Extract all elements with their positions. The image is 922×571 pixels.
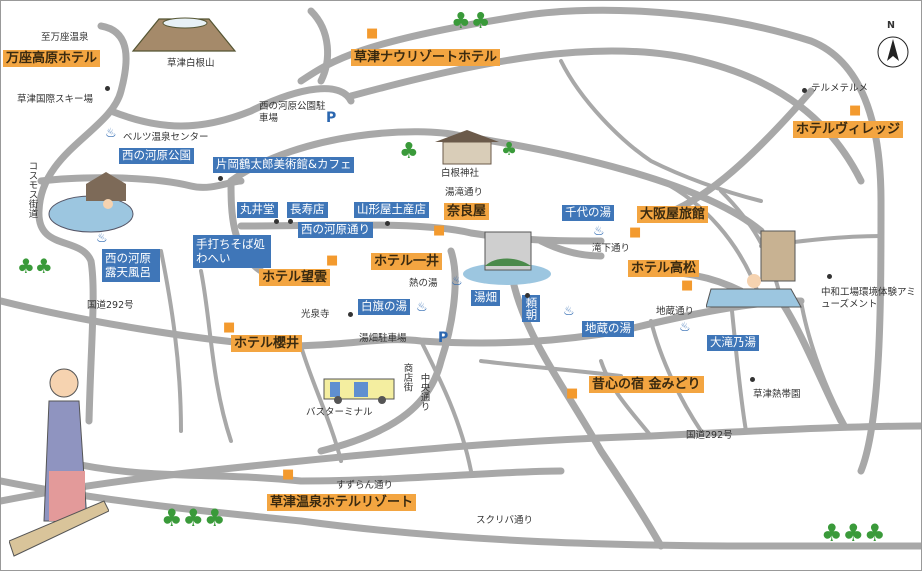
location-dot bbox=[385, 221, 390, 226]
otakinoyu-illustration bbox=[706, 230, 802, 308]
location-dot bbox=[274, 219, 279, 224]
road-label: 滝下通り bbox=[592, 243, 631, 254]
location-dot bbox=[288, 219, 293, 224]
location-dot bbox=[105, 86, 110, 91]
hotel-bag-icon: ■ bbox=[366, 26, 379, 41]
road-label: 中央通り bbox=[418, 373, 430, 411]
spot-label[interactable]: 西の河原通り bbox=[298, 222, 373, 238]
compass-north-label: N bbox=[887, 20, 895, 31]
spot-label[interactable]: 湯畑 bbox=[471, 290, 500, 306]
spot-label[interactable]: 手打ちそば処わへい bbox=[193, 235, 271, 268]
hotel-bag-icon: ■ bbox=[681, 278, 694, 293]
spot-label[interactable]: 長寿店 bbox=[287, 202, 328, 218]
place-label: 至万座温泉 bbox=[41, 32, 89, 43]
location-dot bbox=[525, 293, 530, 298]
road-label: すずらん通り bbox=[336, 480, 394, 491]
shirane-shrine-illustration bbox=[435, 130, 499, 165]
hot-spring-icon: ♨ bbox=[105, 126, 117, 141]
spot-label[interactable]: 千代の湯 bbox=[562, 205, 614, 221]
place-label: 熱の湯 bbox=[409, 278, 438, 289]
location-dot bbox=[827, 274, 832, 279]
tree-icon: ♣♣♣ bbox=[161, 504, 226, 532]
tree-icon: ♣♣ bbox=[17, 254, 53, 278]
parking-icon: P bbox=[326, 110, 337, 126]
hotel-bag-icon: ■ bbox=[282, 467, 295, 482]
place-label: 中和工場環境体験アミューズメント bbox=[821, 287, 916, 310]
spot-label[interactable]: 地蔵の湯 bbox=[582, 321, 634, 337]
yubatake-illustration bbox=[463, 231, 551, 285]
hotel-label[interactable]: ホテル望雲 bbox=[259, 269, 331, 286]
hotel-label[interactable]: 万座高原ホテル bbox=[3, 50, 101, 67]
mount-shirane-illustration bbox=[131, 17, 237, 52]
hotel-label[interactable]: 大阪屋旅館 bbox=[637, 206, 709, 223]
road-label: コスモス街道 bbox=[26, 161, 38, 218]
road-label: スクリバ通り bbox=[476, 515, 534, 526]
spot-label[interactable]: 西の河原露天風呂 bbox=[102, 249, 160, 282]
tree-icon: ♣ bbox=[399, 139, 419, 164]
hotel-bag-icon: ■ bbox=[223, 320, 236, 335]
spot-label[interactable]: 大滝乃湯 bbox=[707, 335, 759, 351]
place-label: バスターミナル bbox=[306, 407, 373, 418]
place-label: テルメテルメ bbox=[811, 83, 869, 94]
road-label: 商店街 bbox=[401, 363, 413, 392]
spot-label[interactable]: 片岡鶴太郎美術館&カフェ bbox=[213, 157, 355, 173]
hot-spring-icon: ♨ bbox=[563, 304, 575, 319]
hotel-label[interactable]: 昔心の宿 金みどり bbox=[589, 376, 704, 393]
hotel-label[interactable]: ホテルヴィレッジ bbox=[793, 121, 904, 138]
hotel-label[interactable]: ホテル一井 bbox=[371, 253, 443, 270]
spot-label[interactable]: 白旗の湯 bbox=[358, 299, 410, 315]
road-label: 国道292号 bbox=[686, 430, 733, 441]
spot-label[interactable]: 丸井堂 bbox=[237, 202, 278, 218]
hotel-label[interactable]: 奈良屋 bbox=[444, 203, 490, 220]
hot-spring-icon: ♨ bbox=[679, 320, 691, 335]
hotel-bag-icon: ■ bbox=[629, 225, 642, 240]
location-dot bbox=[348, 312, 353, 317]
place-label: 湯畑駐車場 bbox=[359, 333, 407, 344]
hot-spring-icon: ♨ bbox=[416, 300, 428, 315]
hotel-bag-icon: ■ bbox=[326, 253, 339, 268]
place-label: 光泉寺 bbox=[301, 309, 330, 320]
road-label: 国道292号 bbox=[87, 300, 134, 311]
tree-icon: ♣♣♣ bbox=[821, 519, 886, 547]
location-dot bbox=[802, 88, 807, 93]
tree-icon: ♣♣ bbox=[451, 9, 491, 34]
hotel-bag-icon: ■ bbox=[566, 386, 579, 401]
spot-label[interactable]: 頼朝 bbox=[522, 295, 540, 322]
sainokawara-outdoor-bath-illustration bbox=[48, 172, 134, 233]
hotel-label[interactable]: ホテル櫻井 bbox=[231, 335, 303, 352]
place-label: 草津白根山 bbox=[167, 58, 215, 69]
hot-spring-icon: ♨ bbox=[96, 231, 108, 246]
location-dot bbox=[750, 377, 755, 382]
yumomi-girl-illustration bbox=[9, 368, 109, 557]
hotel-bag-icon: ■ bbox=[433, 223, 446, 238]
hotel-label[interactable]: 草津ナウリゾートホテル bbox=[351, 49, 501, 66]
place-label: 草津国際スキー場 bbox=[17, 94, 94, 105]
hot-spring-icon: ♨ bbox=[451, 274, 463, 289]
road-label: 湯滝通り bbox=[445, 187, 484, 198]
hotel-bag-icon: ■ bbox=[849, 103, 862, 118]
place-label: ベルツ温泉センター bbox=[123, 132, 209, 143]
north-compass-icon bbox=[877, 36, 909, 68]
location-dot bbox=[218, 176, 223, 181]
hot-spring-icon: ♨ bbox=[593, 224, 605, 239]
spot-label[interactable]: 山形屋土産店 bbox=[354, 202, 429, 218]
road-label: 地蔵通り bbox=[656, 306, 695, 317]
place-label: 白根神社 bbox=[441, 168, 480, 179]
hotel-label[interactable]: ホテル高松 bbox=[628, 260, 700, 277]
spot-label[interactable]: 西の河原公園 bbox=[119, 148, 194, 164]
tree-icon: ♣ bbox=[501, 139, 518, 160]
hotel-label[interactable]: 草津温泉ホテルリゾート bbox=[267, 494, 417, 511]
bus-icon bbox=[323, 378, 395, 404]
place-label: 西の河原公園駐車場 bbox=[259, 101, 326, 124]
place-label: 草津熱帯園 bbox=[753, 389, 801, 400]
parking-icon: P bbox=[438, 330, 449, 346]
